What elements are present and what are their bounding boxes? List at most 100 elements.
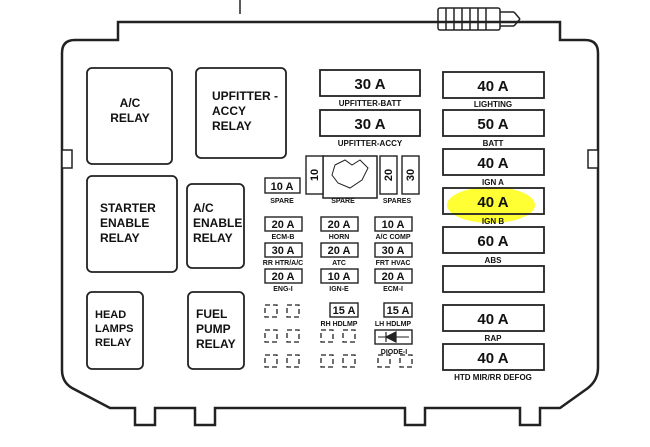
fuse-abs[interactable]: 60 A ABS bbox=[442, 226, 545, 265]
relay-upfitter-accy[interactable]: UPFITTER - ACCY RELAY bbox=[195, 67, 287, 159]
fuse-ac-comp[interactable]: 10 A A/C COMP bbox=[374, 216, 413, 241]
fuse-rating: 10 A bbox=[328, 271, 351, 283]
fuse-label: BATT bbox=[483, 139, 504, 148]
diode-i[interactable]: DIODE-I bbox=[374, 329, 413, 356]
fuse-rating: 15 A bbox=[333, 305, 356, 317]
relay-label: RELAY bbox=[100, 231, 140, 245]
fuse-label: HTD MIR/RR DEFOG bbox=[454, 373, 532, 382]
fuse-rating: 10 A bbox=[382, 219, 405, 231]
fuse-label: IGN-E bbox=[329, 286, 349, 293]
fuse-upfitter-batt[interactable]: 30 A UPFITTER-BATT bbox=[319, 69, 421, 108]
fuse-rating: 20 A bbox=[328, 245, 351, 257]
fuse-label: HORN bbox=[329, 234, 350, 241]
relay-label: FUEL bbox=[196, 307, 227, 321]
fuse-rating: 20 bbox=[383, 169, 395, 181]
fuse-label: SPARE bbox=[270, 198, 294, 205]
fuse-rating: 40 A bbox=[477, 78, 508, 95]
fuse-ign-e[interactable]: 10 A IGN-E bbox=[320, 268, 359, 293]
fuse-rating: 10 A bbox=[271, 181, 294, 193]
relay-head-lamps[interactable]: HEAD LAMPS RELAY bbox=[86, 291, 144, 370]
fuse-label: ABS bbox=[485, 256, 503, 265]
fuse-box-housing bbox=[60, 20, 600, 427]
fuse-label: RR HTR/A/C bbox=[263, 260, 303, 267]
mount-slot-left bbox=[61, 149, 73, 169]
relay-label: ENABLE bbox=[193, 216, 242, 230]
fuse-rating: 30 A bbox=[272, 245, 295, 257]
relay-label: ACCY bbox=[212, 104, 246, 118]
relay-label: RELAY bbox=[212, 119, 252, 133]
fuse-label: ECM-B bbox=[272, 234, 295, 241]
fuse-htd-mir-rr-defog[interactable]: 40 A HTD MIR/RR DEFOG bbox=[442, 343, 545, 382]
fuse-label: RH HDLMP bbox=[321, 321, 358, 328]
spare-socket-block bbox=[322, 155, 378, 199]
fuse-horn[interactable]: 20 A HORN bbox=[320, 216, 359, 241]
fuse-eng-i[interactable]: 20 A ENG-I bbox=[264, 268, 303, 293]
fuse-rating: 40 A bbox=[477, 350, 508, 367]
fuse-batt[interactable]: 50 A BATT bbox=[442, 109, 545, 148]
fuse-label: LIGHTING bbox=[474, 100, 512, 109]
relay-label: LAMPS bbox=[95, 323, 134, 335]
fuse-rating: 20 A bbox=[382, 271, 405, 283]
fuse-label: IGN A bbox=[482, 178, 504, 187]
fuse-lighting[interactable]: 40 A LIGHTING bbox=[442, 71, 545, 109]
fuse-ign-b[interactable]: 40 A IGN B bbox=[442, 187, 545, 226]
fuse-rating: 30 A bbox=[354, 76, 385, 93]
relay-label: RELAY bbox=[196, 337, 236, 351]
relay-label: UPFITTER - bbox=[212, 89, 278, 103]
relay-fuel-pump[interactable]: FUEL PUMP RELAY bbox=[187, 291, 245, 370]
fuse-rating: 30 A bbox=[354, 116, 385, 133]
fuse-label: IGN B bbox=[482, 217, 504, 226]
fuse-label: ECM-I bbox=[383, 286, 403, 293]
empty-mini-sockets bbox=[264, 304, 413, 368]
fuse-label: ENG-I bbox=[273, 286, 293, 293]
fuse-rating: 50 A bbox=[477, 116, 508, 133]
fuse-rr-htr-ac[interactable]: 30 A RR HTR/A/C bbox=[263, 242, 303, 267]
relay-label: A/C bbox=[120, 96, 141, 110]
fuse-label: SPARES bbox=[383, 198, 412, 205]
fuse-rap[interactable]: 40 A RAP bbox=[442, 304, 545, 343]
fuse-spares-20[interactable]: 20 bbox=[379, 155, 398, 195]
fuse-frt-hvac[interactable]: 30 A FRT HVAC bbox=[374, 242, 413, 267]
fuse-spares-30[interactable]: 30 SPARES bbox=[383, 155, 420, 205]
fuse-rating: 60 A bbox=[477, 233, 508, 250]
fuse-rating: 20 A bbox=[272, 271, 295, 283]
fuse-label: ATC bbox=[332, 260, 346, 267]
fuse-rating: 20 A bbox=[328, 219, 351, 231]
fuse-rh-hdlmp[interactable]: 15 A RH HDLMP bbox=[321, 302, 359, 328]
fuse-ign-a[interactable]: 40 A IGN A bbox=[442, 148, 545, 187]
fuse-rating: 15 A bbox=[387, 305, 410, 317]
relay-label: ENABLE bbox=[100, 216, 149, 230]
mount-slot-right bbox=[587, 149, 599, 169]
fuse-rating: 30 A bbox=[382, 245, 405, 257]
fuse-ecm-b[interactable]: 20 A ECM-B bbox=[264, 216, 303, 241]
relay-ac-enable[interactable]: A/C ENABLE RELAY bbox=[186, 183, 245, 269]
fuse-rating: 40 A bbox=[477, 311, 508, 328]
fuse-lh-hdlmp[interactable]: 15 A LH HDLMP bbox=[375, 302, 413, 328]
fuse-rating: 10 bbox=[309, 169, 321, 181]
relay-label: RELAY bbox=[110, 111, 150, 125]
relay-label: A/C bbox=[193, 201, 214, 215]
fuse-label: SPARE bbox=[331, 198, 355, 205]
fuse-upfitter-accy[interactable]: 30 A UPFITTER-ACCY bbox=[319, 109, 421, 148]
fuse-slot-empty[interactable] bbox=[442, 265, 545, 293]
relay-label: RELAY bbox=[193, 231, 233, 245]
fuse-spare-mid[interactable]: 10 SPARE bbox=[305, 155, 355, 205]
relay-label: STARTER bbox=[100, 201, 156, 215]
relay-label: PUMP bbox=[196, 322, 231, 336]
fuse-rating: 40 A bbox=[477, 194, 508, 211]
fuse-label: UPFITTER-ACCY bbox=[338, 139, 403, 148]
fuse-spare-left[interactable]: 10 A SPARE bbox=[264, 177, 301, 205]
relay-label: HEAD bbox=[95, 309, 126, 321]
fuse-atc[interactable]: 20 A ATC bbox=[320, 242, 359, 267]
relay-label: RELAY bbox=[95, 337, 132, 349]
diode-label: DIODE-I bbox=[381, 349, 408, 356]
fuse-label: FRT HVAC bbox=[376, 260, 411, 267]
fuse-label: UPFITTER-BATT bbox=[339, 99, 402, 108]
relay-starter-enable[interactable]: STARTER ENABLE RELAY bbox=[86, 175, 178, 273]
fuse-label: LH HDLMP bbox=[375, 321, 411, 328]
fuse-rating: 40 A bbox=[477, 155, 508, 172]
fuse-ecm-i[interactable]: 20 A ECM-I bbox=[374, 268, 413, 293]
fuse-rating: 30 bbox=[405, 169, 417, 181]
fuse-rating: 20 A bbox=[272, 219, 295, 231]
relay-ac[interactable]: A/C RELAY bbox=[86, 67, 173, 165]
